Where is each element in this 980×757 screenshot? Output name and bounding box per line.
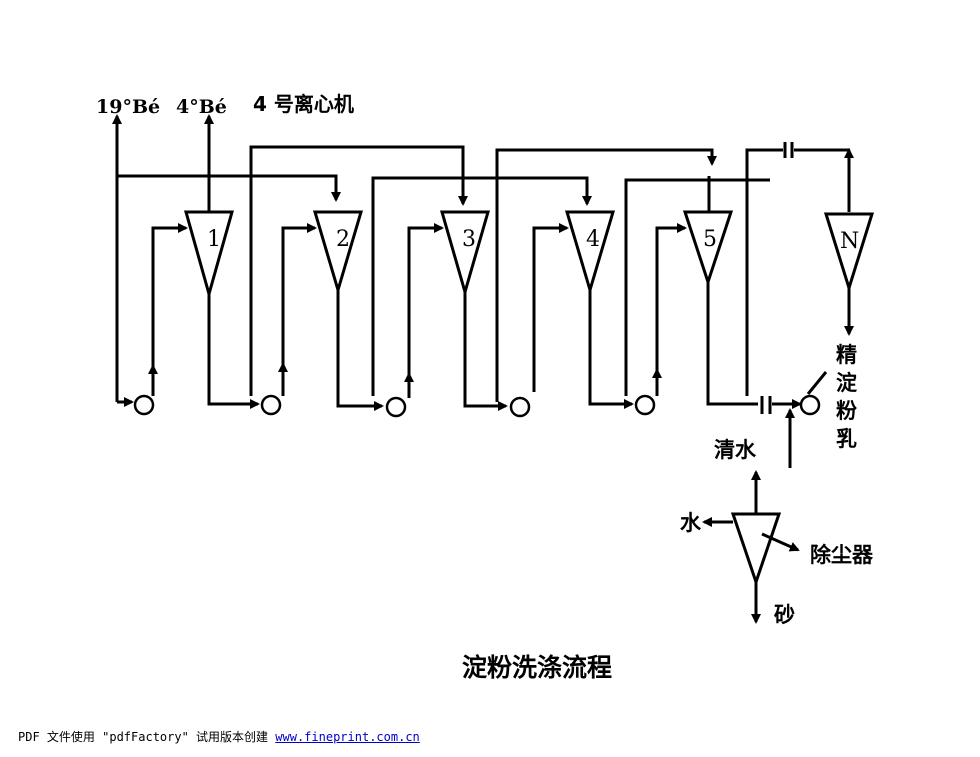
cyclone-4 bbox=[564, 210, 616, 296]
label-centrifuge-4: 4 号离心机 bbox=[253, 92, 354, 116]
cyclone-label-n: N bbox=[840, 229, 859, 254]
label-dust-remover: 除尘器 bbox=[810, 543, 874, 567]
underflow-2 bbox=[336, 290, 384, 411]
label-water-out: 水 bbox=[680, 511, 702, 535]
feed-n bbox=[806, 371, 828, 395]
label-19-be: 19°Bé bbox=[96, 96, 160, 118]
return-line-top bbox=[745, 148, 783, 396]
cyclone-label-1: 1 bbox=[207, 227, 221, 252]
pump-3 bbox=[509, 396, 531, 418]
underflow-1 bbox=[207, 294, 260, 409]
header-line-d bbox=[495, 148, 717, 402]
header-line-b bbox=[249, 145, 468, 396]
header-line-c bbox=[371, 176, 592, 396]
header-line-a bbox=[117, 174, 341, 202]
cyclone-1 bbox=[184, 210, 234, 300]
underflow-3 bbox=[463, 292, 508, 411]
label-refined-1: 精 bbox=[836, 343, 857, 367]
feed-2 bbox=[281, 223, 317, 392]
label-refined-3: 粉 bbox=[836, 399, 857, 423]
label-refined-2: 淀 bbox=[836, 371, 858, 395]
footer-link[interactable]: www.fineprint.com.cn bbox=[275, 730, 420, 744]
pump-0 bbox=[133, 394, 155, 416]
diagram-caption: 淀粉洗涤流程 bbox=[462, 653, 612, 682]
pump-5 bbox=[799, 394, 821, 416]
desander-to-dust bbox=[761, 532, 800, 552]
footer-text: PDF 文件使用 "pdfFactory" 试用版本创建 bbox=[18, 730, 276, 744]
label-sand: 砂 bbox=[774, 603, 795, 627]
pump-1 bbox=[260, 394, 282, 416]
pump-2 bbox=[385, 396, 407, 418]
feed-4 bbox=[532, 223, 569, 392]
cyclone-label-3: 3 bbox=[462, 227, 476, 252]
pump-4 bbox=[634, 394, 656, 416]
header-line-e bbox=[624, 178, 770, 396]
desander-cyclone bbox=[730, 512, 782, 587]
label-clear-water: 清水 bbox=[714, 438, 757, 462]
cyclone-n bbox=[823, 212, 875, 294]
label-4-be: 4°Bé bbox=[176, 96, 227, 118]
pdf-footer: PDF 文件使用 "pdfFactory" 试用版本创建 www.finepri… bbox=[18, 728, 420, 745]
cyclone-5 bbox=[682, 210, 734, 287]
feed-5 bbox=[655, 223, 687, 392]
label-refined-4: 乳 bbox=[836, 427, 857, 451]
feed-3 bbox=[407, 223, 444, 392]
cyclone-label-2: 2 bbox=[336, 227, 350, 252]
cyclone-label-4: 4 bbox=[586, 227, 600, 252]
underflow-4 bbox=[588, 290, 634, 409]
cyclone-3 bbox=[440, 210, 490, 298]
cyclone-label-5: 5 bbox=[703, 227, 717, 252]
feed-1 bbox=[151, 223, 188, 388]
cyclone-2 bbox=[312, 210, 364, 296]
underflow-5 bbox=[706, 282, 758, 406]
